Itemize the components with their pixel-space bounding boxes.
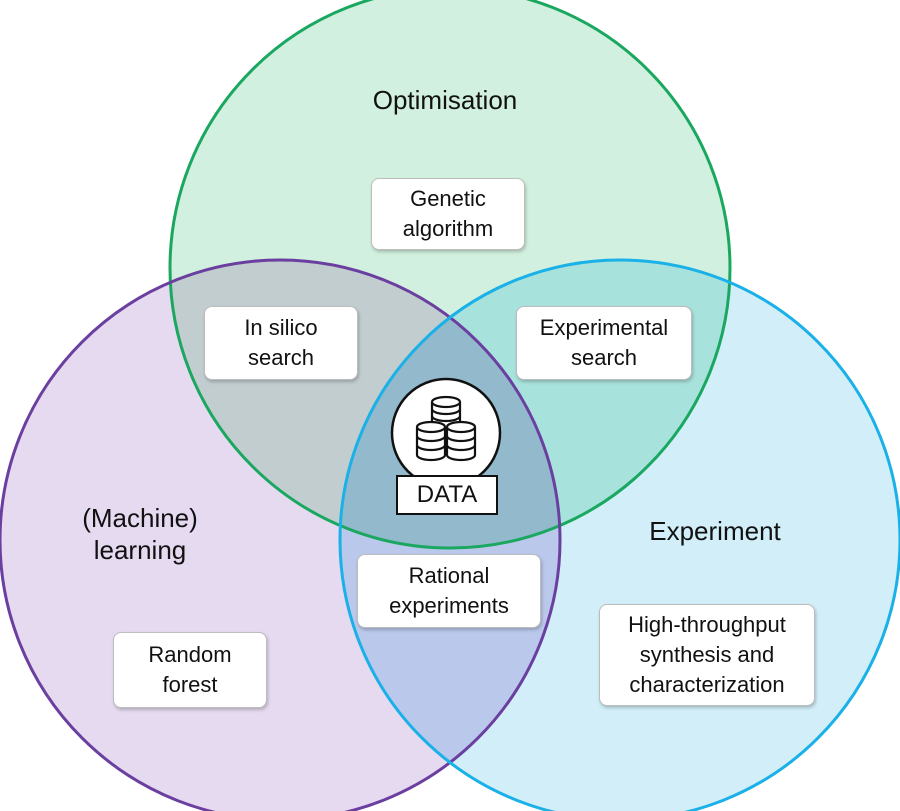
data-label: DATA <box>396 475 498 515</box>
experimental-search-line1: Experimental <box>539 315 669 340</box>
high-throughput-box: High-throughput synthesis and characteri… <box>599 604 815 706</box>
genetic-algorithm-line1: Genetic <box>410 186 486 211</box>
high-throughput-line1: High-throughput <box>628 612 786 637</box>
genetic-algorithm-box: Genetic algorithm <box>371 178 525 250</box>
rational-experiments-line1: Rational <box>408 563 490 588</box>
database-icon <box>390 377 502 489</box>
experimental-search-box: Experimental search <box>516 306 692 380</box>
high-throughput-line2: synthesis and <box>639 642 775 667</box>
optimisation-circle-outline <box>168 0 732 550</box>
random-forest-box: Random forest <box>113 632 267 708</box>
learning-label: (Machine) learning <box>55 502 225 566</box>
experiment-label: Experiment <box>649 516 781 546</box>
random-forest-line1: Random <box>148 642 232 667</box>
rational-experiments-line2: experiments <box>389 593 509 618</box>
rational-experiments-box: Rational experiments <box>357 554 541 628</box>
random-forest-line2: forest <box>162 672 218 697</box>
experimental-search-line2: search <box>570 345 638 370</box>
in-silico-search-box: In silico search <box>204 306 358 380</box>
high-throughput-line3: characterization <box>629 672 785 697</box>
learning-label-line2: learning <box>93 535 187 565</box>
optimisation-label: Optimisation <box>372 85 518 115</box>
experiment-circle-outline <box>338 258 900 811</box>
learning-circle-outline <box>0 258 562 811</box>
in-silico-search-line1: In silico <box>244 315 318 340</box>
learning-label-line1: (Machine) <box>82 503 198 533</box>
genetic-algorithm-line2: algorithm <box>402 216 494 241</box>
in-silico-search-line2: search <box>247 345 315 370</box>
